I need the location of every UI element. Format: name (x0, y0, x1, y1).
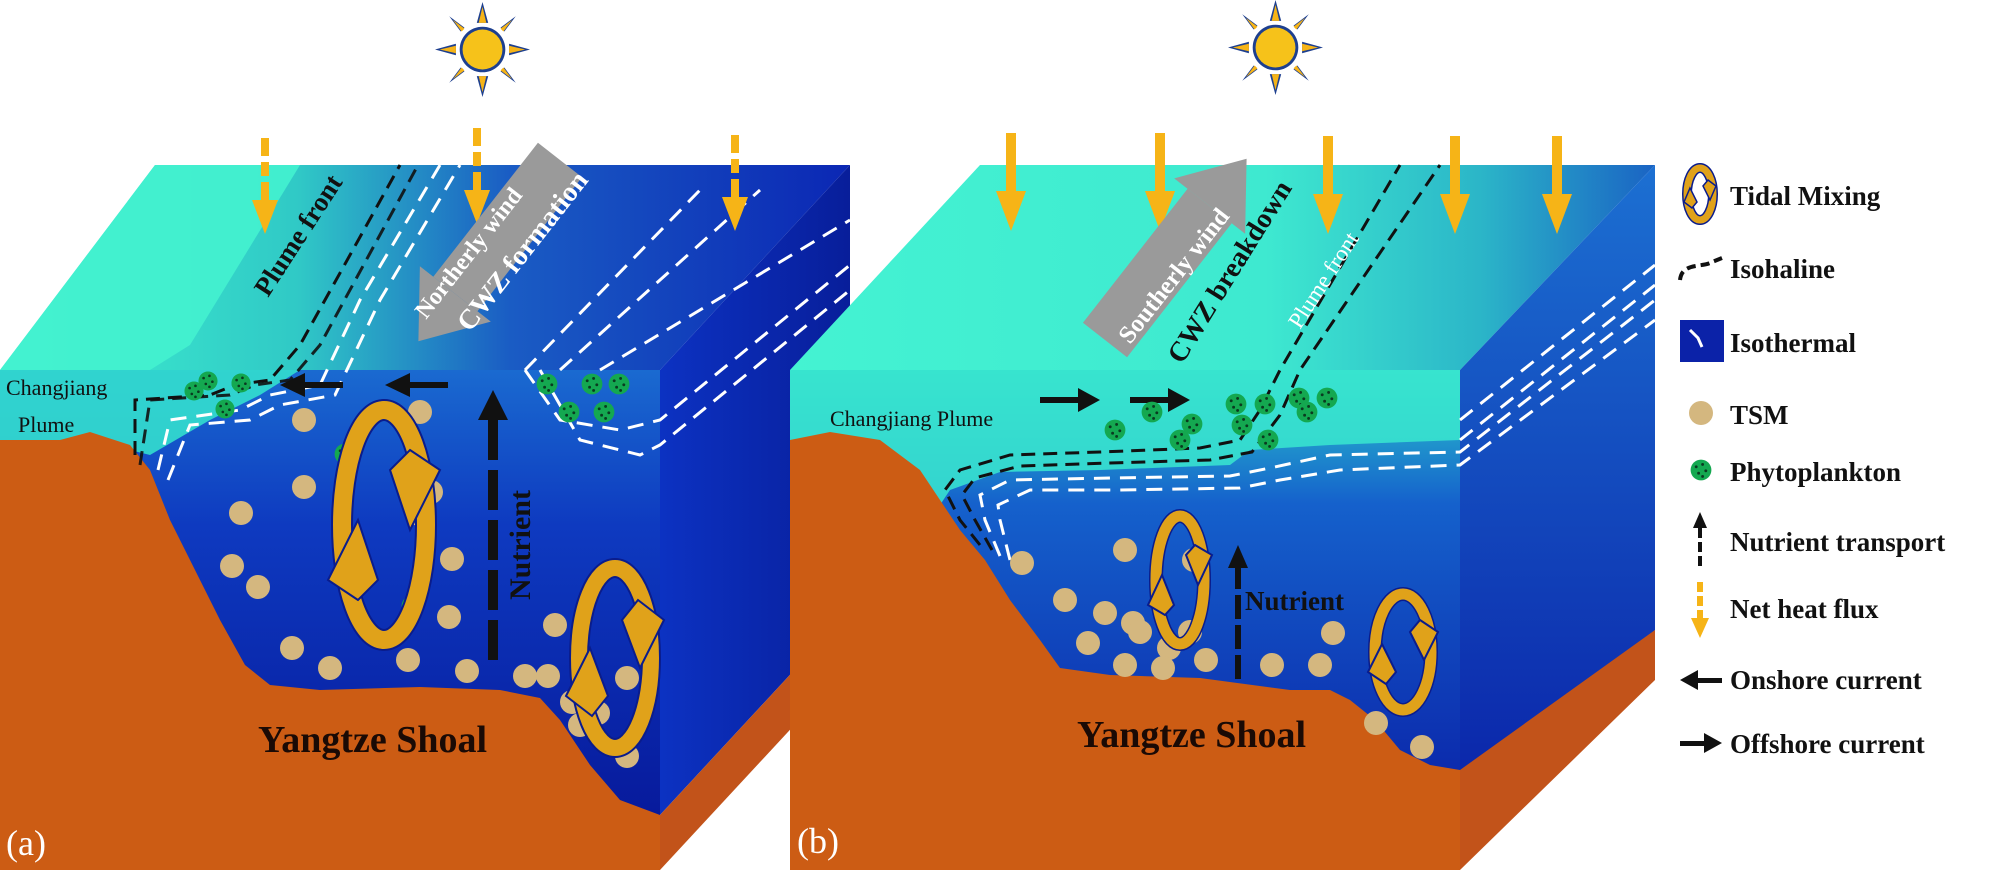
legend-phyto-icon (1690, 459, 1712, 481)
panel-a-wind-arrow (418, 142, 583, 342)
panel-a-plume-label: Changjiang (6, 375, 107, 400)
panel-a-tidal-loop-2 (564, 558, 666, 758)
panel-b-shoal-label: Yangtze Shoal (1077, 714, 1306, 756)
legend-heat-icon (1691, 582, 1709, 638)
panel-b-plume-label: Changjiang Plume (830, 406, 993, 431)
legend-isohaline-label: Isohaline (1730, 254, 1835, 284)
panel-a-sun-icon (435, 2, 530, 97)
panel-a-shoal (0, 432, 660, 870)
panel-b-shoal (790, 432, 1460, 870)
legend-tidal-label: Tidal Mixing (1730, 181, 1881, 211)
legend-tsm-icon (1689, 401, 1713, 425)
panel-b-side-face (1460, 165, 1655, 815)
panel-a-plume-surface (0, 165, 300, 370)
panel-a-nutrient-label: Nutrient (504, 490, 537, 600)
legend-onshore-label: Onshore current (1730, 665, 1922, 695)
legend-heat-label: Net heat flux (1730, 594, 1879, 624)
legend-offshore-icon (1680, 733, 1722, 753)
panel-b: Southerly wind CWZ breakdown Plume front… (790, 0, 1656, 870)
panel-b-wind-arrow (1082, 158, 1247, 358)
legend: Tidal Mixing Isohaline Isothermal TSM Ph… (1678, 163, 1945, 759)
legend-nutrient-label: Nutrient transport (1730, 527, 1945, 557)
panel-b-tidal-loop-2 (1366, 587, 1440, 717)
legend-phyto-label: Phytoplankton (1730, 457, 1901, 487)
panel-a: Northerly wind CWZ formation Plume front… (0, 2, 851, 870)
legend-isothermal-icon (1680, 320, 1724, 362)
legend-isothermal-label: Isothermal (1730, 328, 1856, 358)
panel-b-plume-front (790, 370, 1460, 525)
legend-offshore-label: Offshore current (1730, 729, 1925, 759)
legend-tidal-icon (1682, 163, 1718, 225)
legend-onshore-icon (1680, 670, 1722, 690)
panel-a-nutrient-arrow (478, 390, 508, 660)
panel-a-shoal-label: Yangtze Shoal (258, 719, 487, 761)
panel-b-nutrient-arrow (1228, 545, 1248, 679)
panel-a-onshore-arrows (280, 373, 448, 397)
panel-a-plume-front (0, 370, 300, 455)
legend-tsm-label: TSM (1730, 400, 1789, 430)
panel-b-tag: (b) (797, 821, 839, 861)
legend-nutrient-icon (1693, 512, 1707, 566)
panel-b-shoal-side (1460, 630, 1655, 870)
panel-b-nutrient-label: Nutrient (1245, 586, 1344, 616)
panel-a-tidal-loop-1 (326, 399, 442, 651)
panel-a-tag: (a) (6, 823, 46, 863)
panel-b-tidal-loop-1 (1146, 509, 1214, 651)
panel-a-plume-label-2: Plume (18, 412, 74, 437)
panel-b-offshore-arrows (1040, 388, 1190, 412)
legend-isohaline-icon (1678, 256, 1723, 281)
panel-b-sun-icon (1228, 0, 1323, 95)
